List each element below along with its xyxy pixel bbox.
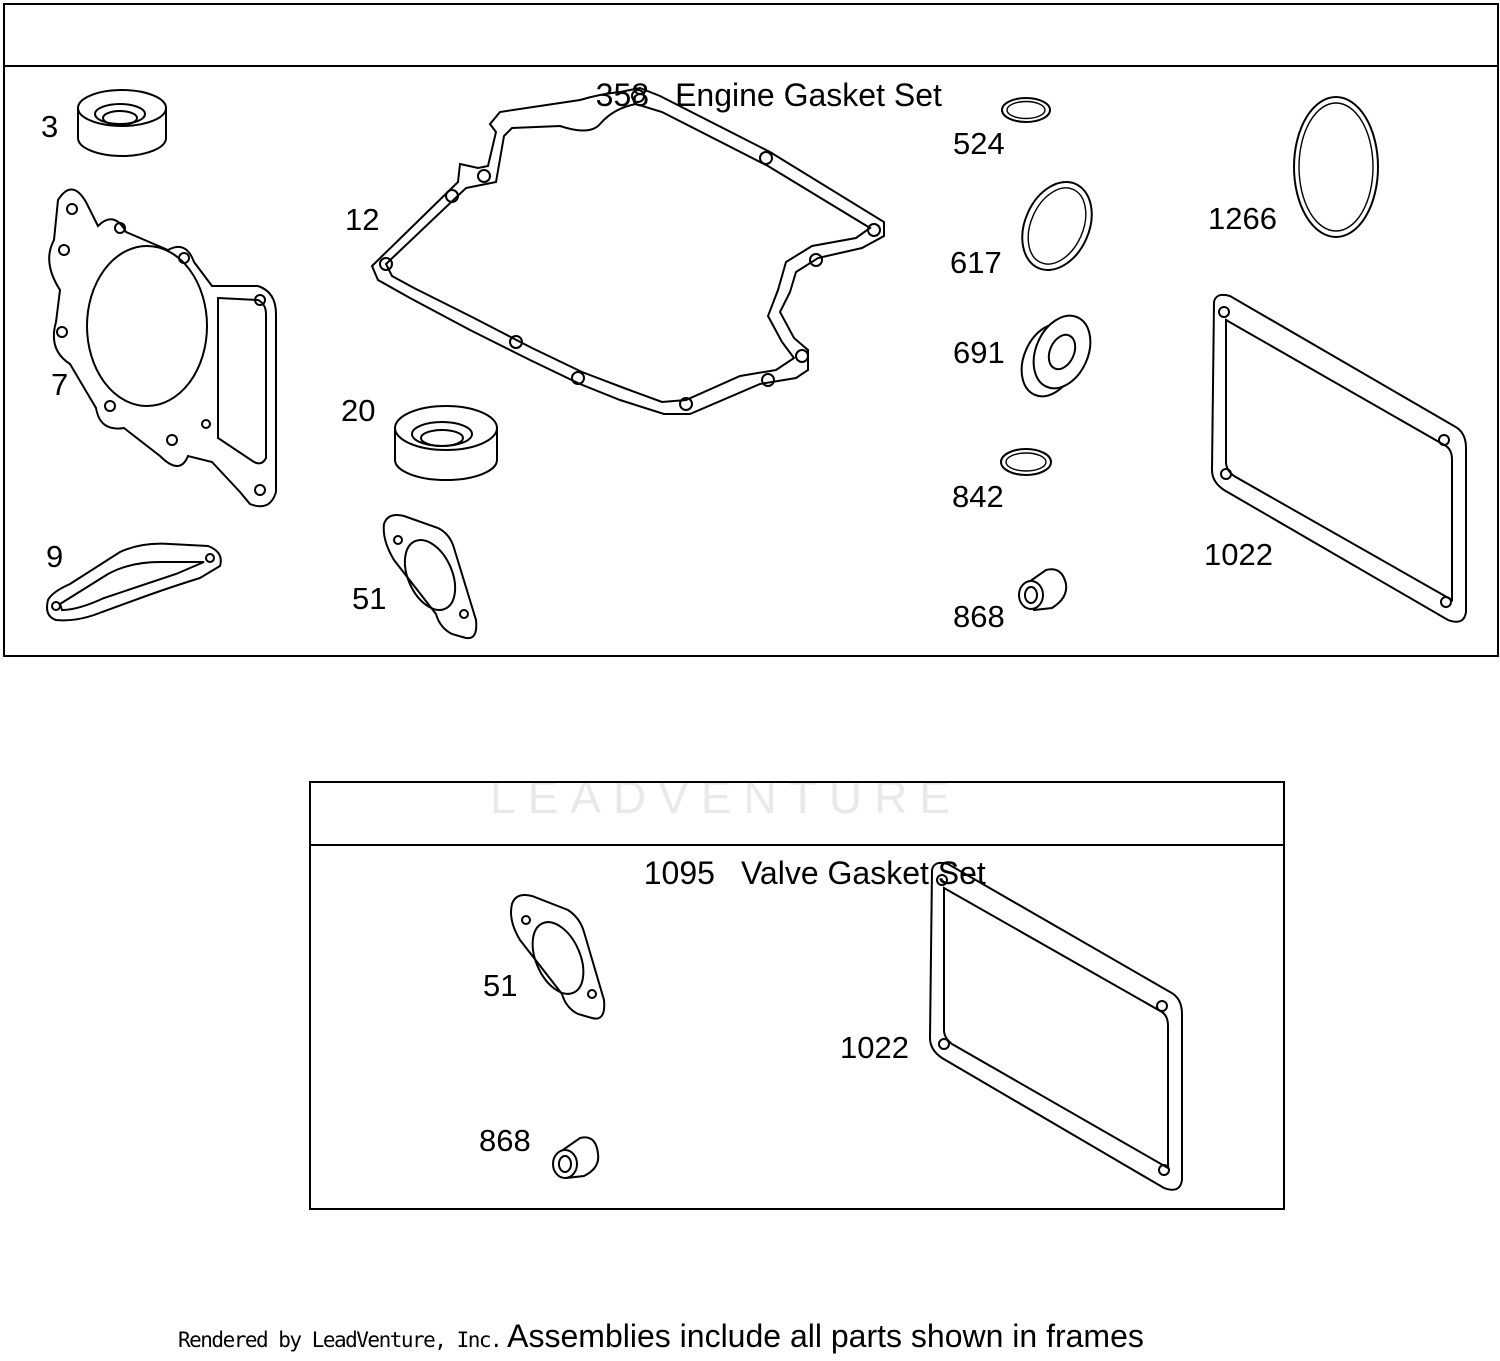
intake-gasket-part-9[interactable] — [46, 542, 222, 622]
valve-cover-gasket-part-1022[interactable] — [1210, 293, 1467, 623]
oil-seal-part-3[interactable] — [77, 89, 167, 157]
watermark: LEADVENTURE — [490, 771, 962, 823]
callout-part-51[interactable]: 51 — [352, 581, 387, 616]
valve-set-callout-part-868[interactable]: 868 — [479, 1123, 531, 1158]
o-ring-part-524[interactable] — [1001, 97, 1051, 123]
callout-part-9[interactable]: 9 — [46, 539, 64, 574]
footer: Rendered by LeadVenture, Inc.Assemblies … — [178, 1318, 1144, 1355]
callout-part-7[interactable]: 7 — [51, 367, 69, 402]
oil-seal-part-691[interactable] — [1011, 307, 1101, 406]
cylinder-head-gasket-part-7[interactable] — [48, 188, 277, 508]
valve-set-exhaust-gasket-part-51[interactable] — [510, 894, 606, 1020]
footer-note: Assemblies include all parts shown in fr… — [507, 1318, 1144, 1354]
callout-part-868[interactable]: 868 — [953, 599, 1005, 634]
valve-set-callout-part-51[interactable]: 51 — [483, 968, 518, 1003]
callout-part-842[interactable]: 842 — [952, 479, 1004, 514]
valve-stem-seal-part-868[interactable] — [1018, 568, 1068, 612]
o-ring-part-617[interactable] — [1009, 171, 1105, 281]
valve-gasket-set-number: 1095 — [643, 855, 715, 891]
o-ring-part-842[interactable] — [1000, 448, 1052, 476]
callout-part-20[interactable]: 20 — [341, 393, 376, 428]
valve-set-callout-part-1022[interactable]: 1022 — [840, 1030, 909, 1065]
callout-part-3[interactable]: 3 — [41, 109, 59, 144]
callout-part-691[interactable]: 691 — [953, 335, 1005, 370]
crankcase-gasket-part-12[interactable] — [370, 86, 885, 415]
callout-part-12[interactable]: 12 — [345, 202, 380, 237]
engine-gasket-set-title: Engine Gasket Set — [675, 77, 942, 113]
callout-part-1022[interactable]: 1022 — [1204, 537, 1273, 572]
callout-part-617[interactable]: 617 — [950, 245, 1002, 280]
valve-set-valve-cover-gasket-part-1022[interactable] — [928, 861, 1183, 1191]
callout-part-524[interactable]: 524 — [953, 126, 1005, 161]
o-ring-part-1266[interactable] — [1293, 96, 1379, 238]
callout-part-1266[interactable]: 1266 — [1208, 201, 1277, 236]
exhaust-gasket-part-51[interactable] — [382, 514, 478, 640]
valve-set-valve-stem-seal-part-868[interactable] — [552, 1136, 600, 1180]
oil-seal-part-20[interactable] — [394, 405, 498, 481]
footer-credit: Rendered by LeadVenture, Inc. — [178, 1328, 503, 1352]
